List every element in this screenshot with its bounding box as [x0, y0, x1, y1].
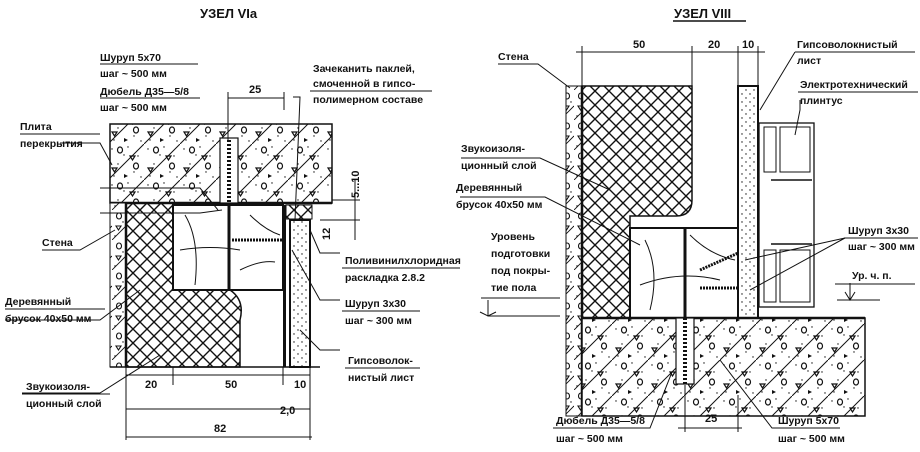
- dim-50: 50: [225, 379, 237, 391]
- dim-50: 50: [633, 39, 645, 51]
- dim-gap: 5...10: [350, 170, 362, 198]
- label-caulk-3: полимерном составе: [313, 94, 423, 106]
- electrical-plinth: [758, 122, 815, 308]
- dim-25: 25: [705, 413, 717, 425]
- label-slab-1: Плита: [20, 121, 52, 133]
- label-slab-2: перекрытия: [20, 138, 83, 150]
- label-caulk-1: Зачеканить паклей,: [313, 63, 415, 75]
- label-level-4: тие пола: [491, 282, 537, 294]
- label-caulk-2: смоченной в гипсо-: [313, 78, 416, 90]
- floor-slab: [581, 317, 866, 417]
- dim-2: 2,0: [280, 405, 295, 417]
- dim-20: 20: [145, 379, 157, 391]
- label-screw-5x70: Шуруп 5х70: [100, 52, 161, 64]
- pvc-strip: [285, 204, 313, 220]
- label-floor-level: Ур. ч. п.: [852, 270, 892, 282]
- label-sound-1: Звукоизоля-: [461, 143, 526, 155]
- detail-via-title: УЗЕЛ VIa: [200, 6, 258, 21]
- label-screw-3x30-step: шаг ~ 300 мм: [848, 241, 915, 253]
- label-screw-5x70: Шуруп 5х70: [778, 415, 839, 427]
- label-dowel-step: шаг ~ 500 мм: [100, 102, 167, 114]
- label-screw-5x70-step: шаг ~ 500 мм: [100, 68, 167, 80]
- label-beam-2: брусок 40х50 мм: [5, 313, 92, 325]
- label-pvc-1: Поливинилхлоридная: [345, 255, 461, 267]
- label-screw-3x30: Шуруп 3х30: [848, 225, 909, 237]
- label-plinth-1: Электротехнический: [800, 79, 908, 91]
- label-level-1: Уровень: [491, 231, 535, 243]
- label-wall: Стена: [498, 51, 529, 63]
- label-gypsum-1: Гипсоволок-: [348, 355, 413, 367]
- detail-via: УЗЕЛ VIa: [5, 6, 461, 440]
- label-gypsum-2: лист: [797, 55, 821, 67]
- label-pvc-2: раскладка 2.8.2: [345, 272, 425, 284]
- label-screw-3x30: Шуруп 3х30: [345, 298, 406, 310]
- label-dowel-step: шаг ~ 500 мм: [556, 433, 623, 445]
- label-plinth-2: плинтус: [800, 95, 843, 107]
- label-gypsum-2: нистый лист: [348, 372, 414, 384]
- dim-82: 82: [214, 423, 226, 435]
- label-beam-1: Деревянный: [5, 296, 71, 308]
- label-gypsum-1: Гипсоволокнистый: [797, 39, 898, 51]
- dim-25: 25: [249, 84, 261, 96]
- dim-10: 10: [742, 39, 754, 51]
- label-beam-2: брусок 40х50 мм: [456, 199, 543, 211]
- detail-viii: УЗЕЛ VIII: [456, 6, 918, 445]
- dim-10: 10: [294, 379, 306, 391]
- gypsum-sheet: [289, 219, 311, 368]
- dim-20: 20: [708, 39, 720, 51]
- label-level-2: подготовки: [491, 248, 550, 260]
- label-dowel: Дюбель Д35—5/8: [556, 415, 645, 427]
- label-wall: Стена: [42, 237, 73, 249]
- gypsum-sheet: [737, 85, 759, 319]
- label-screw-3x30-step: шаг ~ 300 мм: [345, 315, 412, 327]
- label-sound-2: ционный слой: [26, 398, 102, 410]
- detail-viii-title: УЗЕЛ VIII: [674, 6, 731, 21]
- wall: [565, 85, 583, 417]
- label-sound-1: Звукоизоля-: [26, 381, 91, 393]
- wall: [109, 202, 127, 368]
- label-level-3: под покры-: [491, 265, 551, 277]
- label-sound-2: ционный слой: [461, 160, 537, 172]
- label-dowel: Дюбель Д35—5/8: [100, 86, 189, 98]
- dim-12: 12: [321, 228, 333, 240]
- label-screw-5x70-step: шаг ~ 500 мм: [778, 433, 845, 445]
- label-beam-1: Деревянный: [456, 182, 522, 194]
